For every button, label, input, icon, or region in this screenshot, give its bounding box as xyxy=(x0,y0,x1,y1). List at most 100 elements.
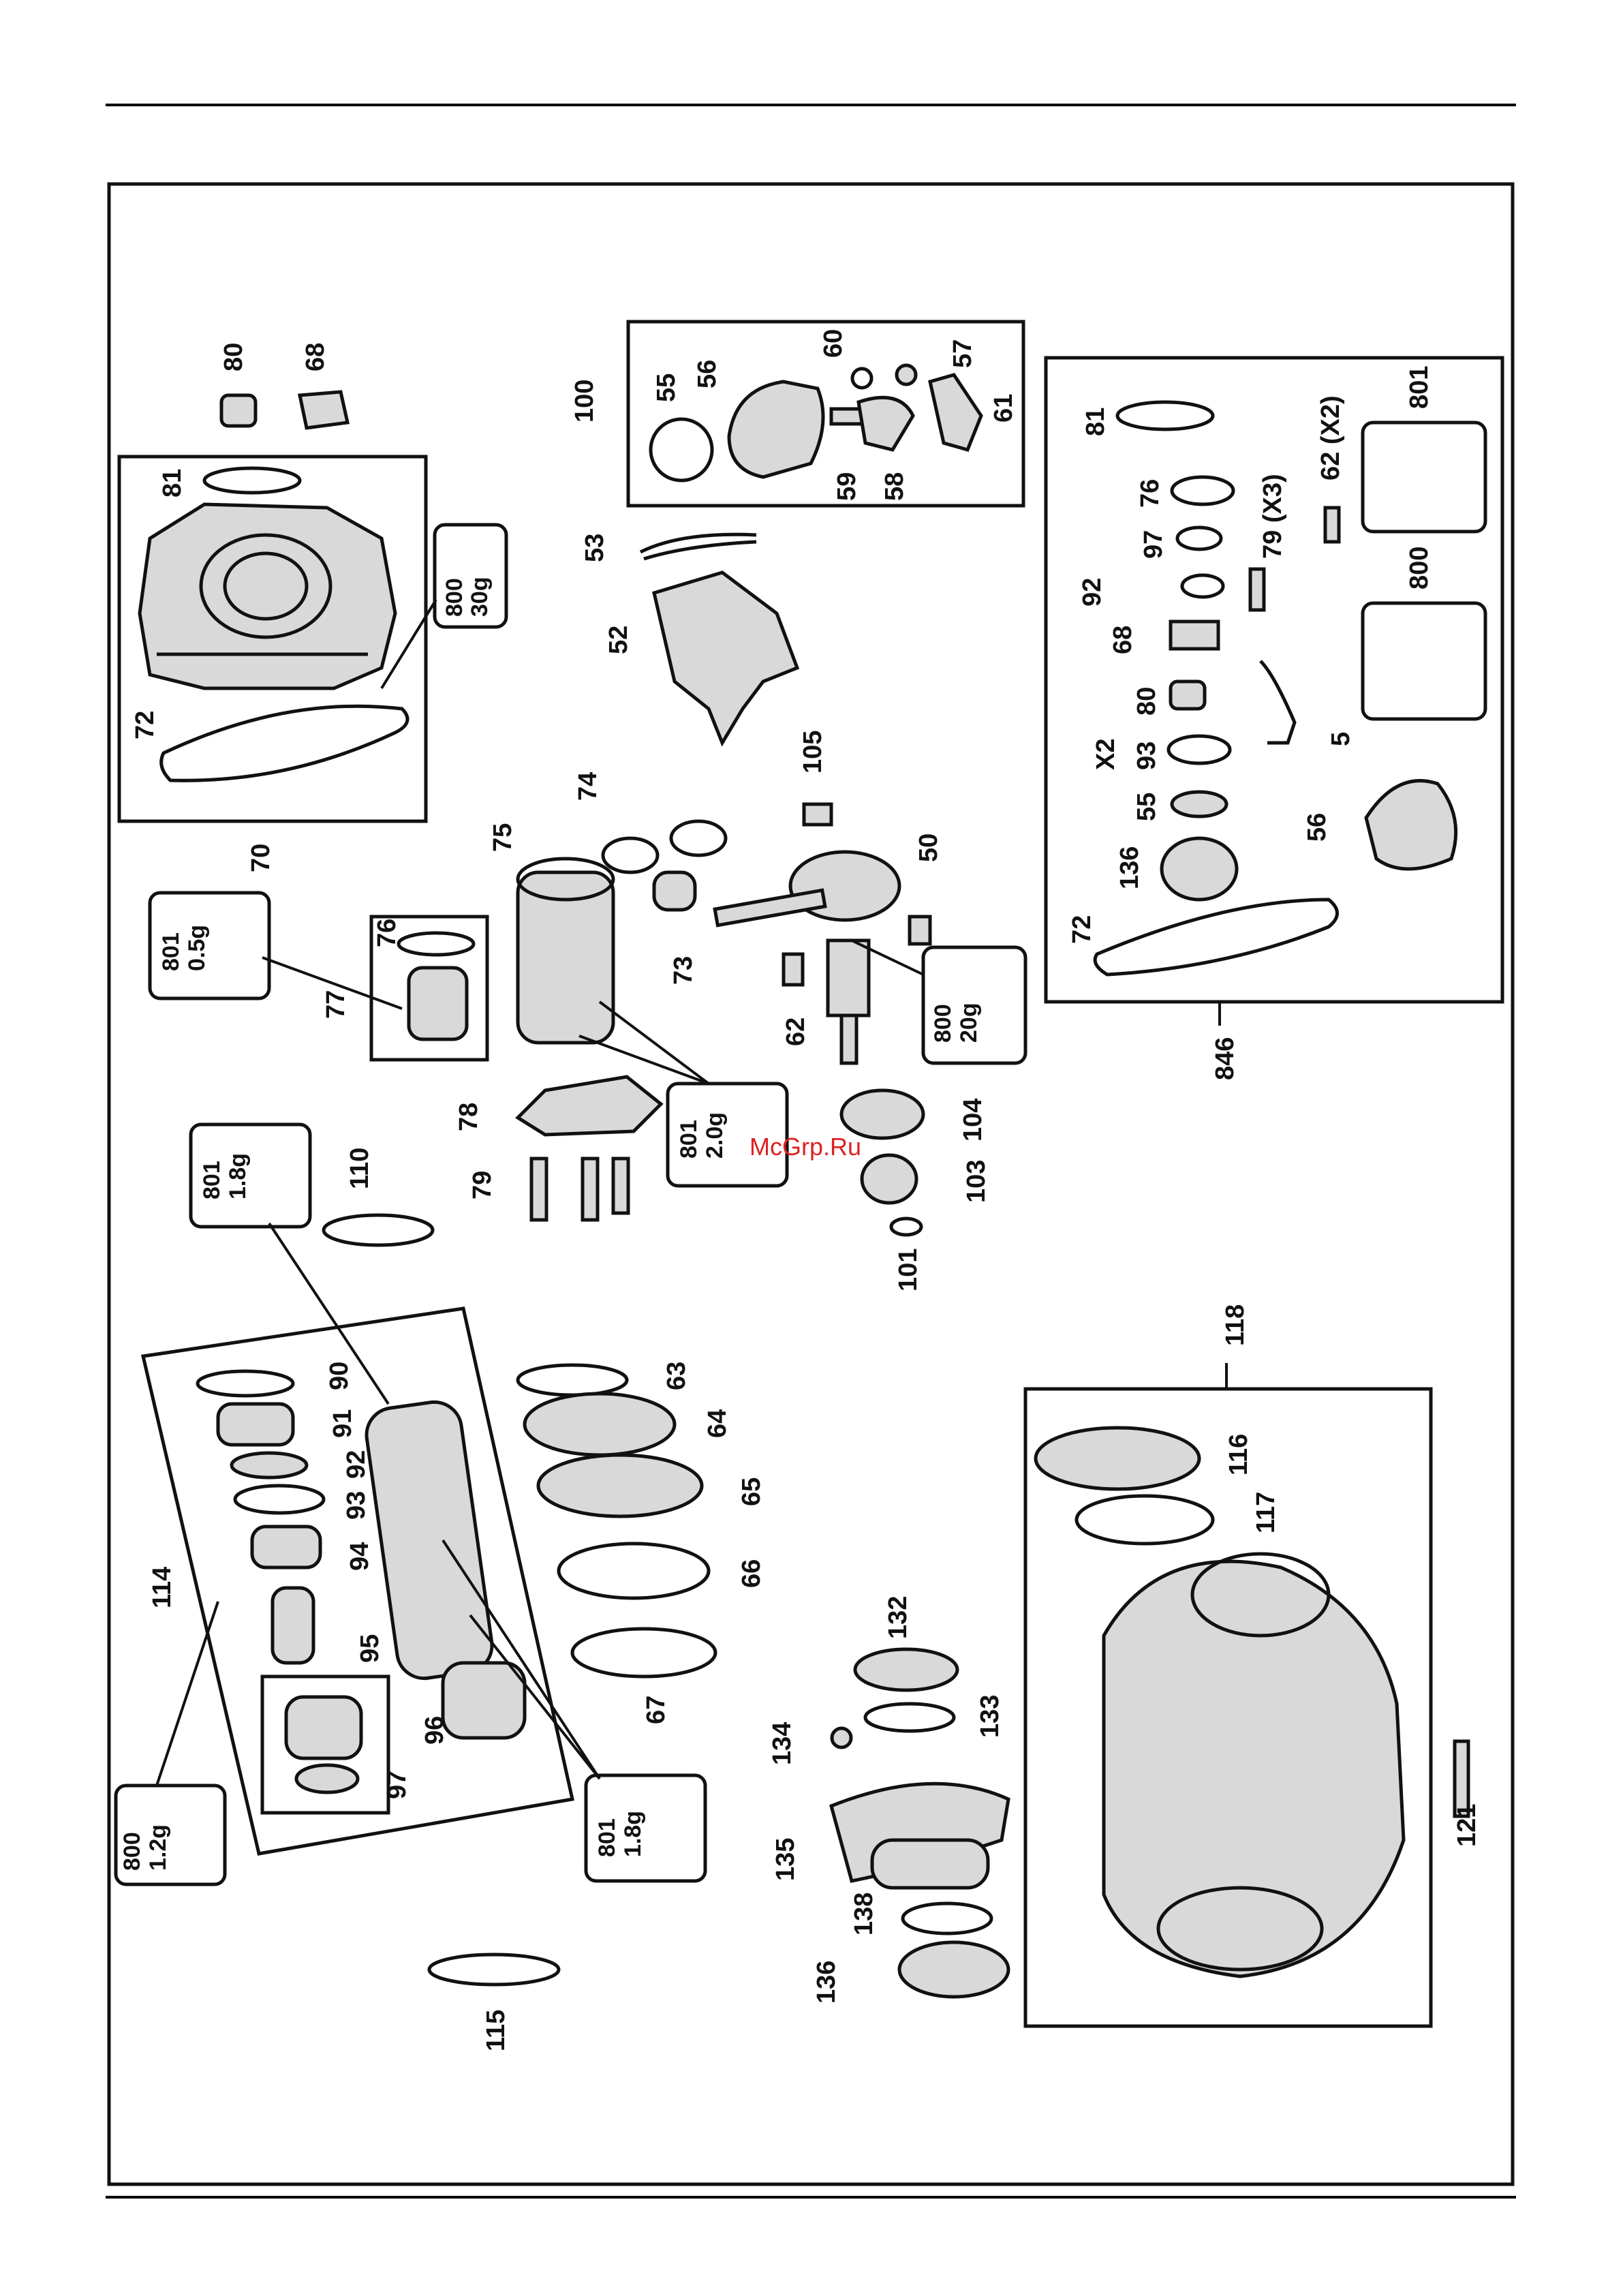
part-133 xyxy=(863,1702,956,1733)
label-56: 56 xyxy=(693,360,722,388)
kit-ring-55 xyxy=(1170,790,1228,818)
ring-55 xyxy=(649,417,714,483)
gear-housing-118 xyxy=(1102,1552,1406,1978)
label-59: 59 xyxy=(833,472,861,501)
kit-label-76: 76 xyxy=(1136,479,1164,508)
label-117: 117 xyxy=(1252,1492,1280,1533)
label-78: 78 xyxy=(454,1103,483,1131)
ball-134 xyxy=(830,1726,853,1749)
ring-110 xyxy=(322,1213,435,1247)
grease-50-amount: 20g xyxy=(956,1002,982,1043)
leader-96-b xyxy=(442,1539,601,1780)
label-103: 103 xyxy=(962,1160,991,1203)
label-846: 846 xyxy=(1211,1037,1239,1080)
label-91: 91 xyxy=(328,1409,357,1438)
kit-screw-79 xyxy=(1248,567,1266,612)
part-104 xyxy=(839,1088,925,1140)
screw-105 xyxy=(802,802,833,827)
leader-50 xyxy=(851,939,924,976)
label-79: 79 xyxy=(468,1171,497,1199)
kit-label-68: 68 xyxy=(1109,626,1137,654)
screw-121 xyxy=(1453,1739,1470,1818)
kit-ring-81 xyxy=(1115,400,1215,431)
grease-110-amount: 1.8g xyxy=(225,1153,251,1199)
kit-label-5: 5 xyxy=(1327,732,1355,746)
kit-label-x2: X2 xyxy=(1092,739,1120,770)
kit-label-93: 93 xyxy=(1132,741,1161,770)
label-72: 72 xyxy=(131,711,159,739)
grease-50-code: 800 xyxy=(930,1004,956,1043)
gasket-72 xyxy=(159,704,409,782)
box-114 xyxy=(140,1306,575,1856)
label-58: 58 xyxy=(880,472,909,501)
grease-77-amount: 0.5g xyxy=(184,925,210,971)
kit-label-79: 79 (X3) xyxy=(1258,474,1287,559)
bottom-rule xyxy=(106,2196,1516,2199)
label-61: 61 xyxy=(989,394,1018,423)
leader-75-b xyxy=(578,1035,709,1085)
part-95 xyxy=(270,1586,315,1665)
label-64: 64 xyxy=(703,1409,732,1438)
label-97: 97 xyxy=(383,1771,412,1799)
part-132 xyxy=(853,1647,959,1692)
label-115: 115 xyxy=(482,2010,510,2051)
label-67: 67 xyxy=(642,1696,670,1724)
label-70: 70 xyxy=(247,844,275,872)
label-81: 81 xyxy=(158,469,187,498)
leader-77 xyxy=(262,956,403,1010)
grease-96-code: 801 xyxy=(594,1818,620,1857)
label-132: 132 xyxy=(884,1596,912,1639)
grease-70-amount: 30g xyxy=(467,577,493,617)
grease-110-code: 801 xyxy=(199,1161,225,1199)
label-50: 50 xyxy=(914,833,943,862)
label-136: 136 xyxy=(812,1961,841,2004)
bearing-116 xyxy=(1034,1426,1201,1491)
ring-76 xyxy=(397,931,476,957)
washer-60 xyxy=(850,367,874,390)
holder-78 xyxy=(515,1075,664,1137)
part-58 xyxy=(856,395,915,452)
label-96: 96 xyxy=(420,1716,449,1745)
grease-114-code: 800 xyxy=(119,1832,145,1871)
bracket-52 xyxy=(652,570,800,747)
grease-114-amount: 1.2g xyxy=(145,1824,171,1871)
grease-box-114 xyxy=(114,1784,227,1886)
part-68 xyxy=(297,390,350,430)
label-114: 114 xyxy=(148,1567,176,1608)
gear-65 xyxy=(536,1453,704,1518)
washer-74-b xyxy=(669,819,728,857)
box-100 xyxy=(626,320,1025,508)
label-53: 53 xyxy=(581,534,609,562)
ring-63 xyxy=(516,1363,629,1397)
grease-70-code: 800 xyxy=(442,578,467,617)
label-65: 65 xyxy=(737,1478,766,1506)
kit-ring-97 xyxy=(1175,525,1223,551)
collar-135-body xyxy=(870,1838,990,1890)
label-104: 104 xyxy=(959,1099,987,1142)
grease-77-code: 801 xyxy=(158,932,184,971)
grease-box-77 xyxy=(148,891,271,1000)
label-100: 100 xyxy=(570,380,599,423)
pin-73 xyxy=(652,870,697,912)
leader-110 xyxy=(268,1222,390,1405)
kit-screw-62 xyxy=(1323,506,1341,544)
part-103 xyxy=(860,1153,918,1205)
screw-62-b xyxy=(782,952,805,987)
grease-75-code: 801 xyxy=(676,1120,702,1159)
label-134: 134 xyxy=(768,1722,797,1765)
part-64 xyxy=(523,1392,677,1457)
part-92 xyxy=(230,1451,309,1480)
gear-shaft-50 xyxy=(713,850,901,1065)
leader-70 xyxy=(380,598,437,690)
kit-part-68 xyxy=(1169,619,1220,651)
housing-56 xyxy=(727,380,825,479)
label-94: 94 xyxy=(345,1542,374,1571)
ring-117 xyxy=(1075,1494,1215,1546)
label-93: 93 xyxy=(342,1491,371,1520)
kit-label-92: 92 xyxy=(1078,578,1107,607)
ring-81 xyxy=(202,466,302,495)
screw-62-a xyxy=(908,915,932,946)
label-138: 138 xyxy=(850,1893,878,1935)
label-95: 95 xyxy=(356,1634,384,1663)
